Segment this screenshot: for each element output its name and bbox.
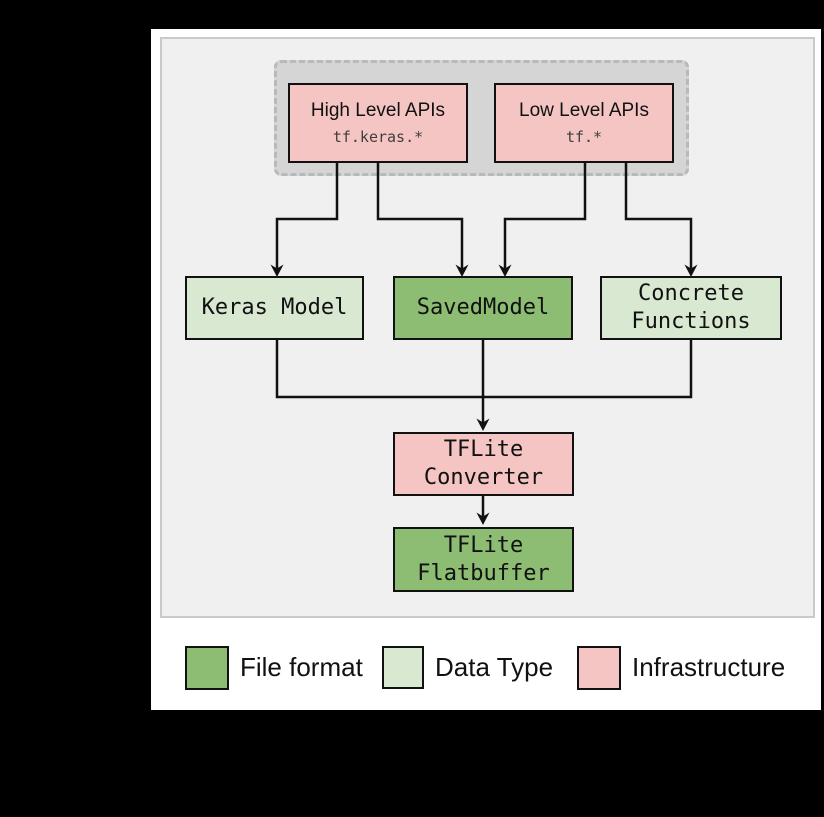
legend-swatch-data-type [382, 646, 424, 689]
node-keras-model: Keras Model [185, 276, 364, 340]
legend-item-file-format: File format [185, 645, 363, 690]
legend: File format Data Type Infrastructure [185, 645, 805, 690]
high-level-apis-title: High Level APIs [310, 99, 446, 121]
node-low-level-apis: Low Level APIs tf.* [494, 83, 674, 163]
node-tflite-flatbuffer: TFLite Flatbuffer [393, 527, 574, 592]
node-tflite-converter: TFLite Converter [393, 432, 574, 496]
tflite-converter-label: TFLite Converter [423, 437, 544, 490]
legend-item-infrastructure: Infrastructure [577, 645, 785, 690]
legend-label-file-format: File format [240, 652, 363, 682]
legend-item-data-type: Data Type [382, 645, 553, 690]
legend-label-infrastructure: Infrastructure [632, 652, 786, 682]
savedmodel-label: SavedModel [416, 295, 550, 320]
node-savedmodel: SavedModel [393, 276, 573, 340]
legend-swatch-file-format [185, 645, 229, 690]
legend-swatch-infrastructure [577, 645, 621, 690]
low-level-apis-title: Low Level APIs [519, 99, 649, 121]
tflite-flatbuffer-label: TFLite Flatbuffer [417, 532, 550, 586]
concrete-functions-label: Concrete Functions [631, 281, 751, 334]
low-level-apis-code: tf.* [565, 127, 603, 146]
node-concrete-functions: Concrete Functions [600, 276, 782, 340]
high-level-apis-code: tf.keras.* [332, 127, 424, 146]
node-high-level-apis: High Level APIs tf.keras.* [288, 83, 468, 163]
keras-model-label: Keras Model [201, 295, 348, 320]
legend-label-data-type: Data Type [435, 652, 554, 682]
